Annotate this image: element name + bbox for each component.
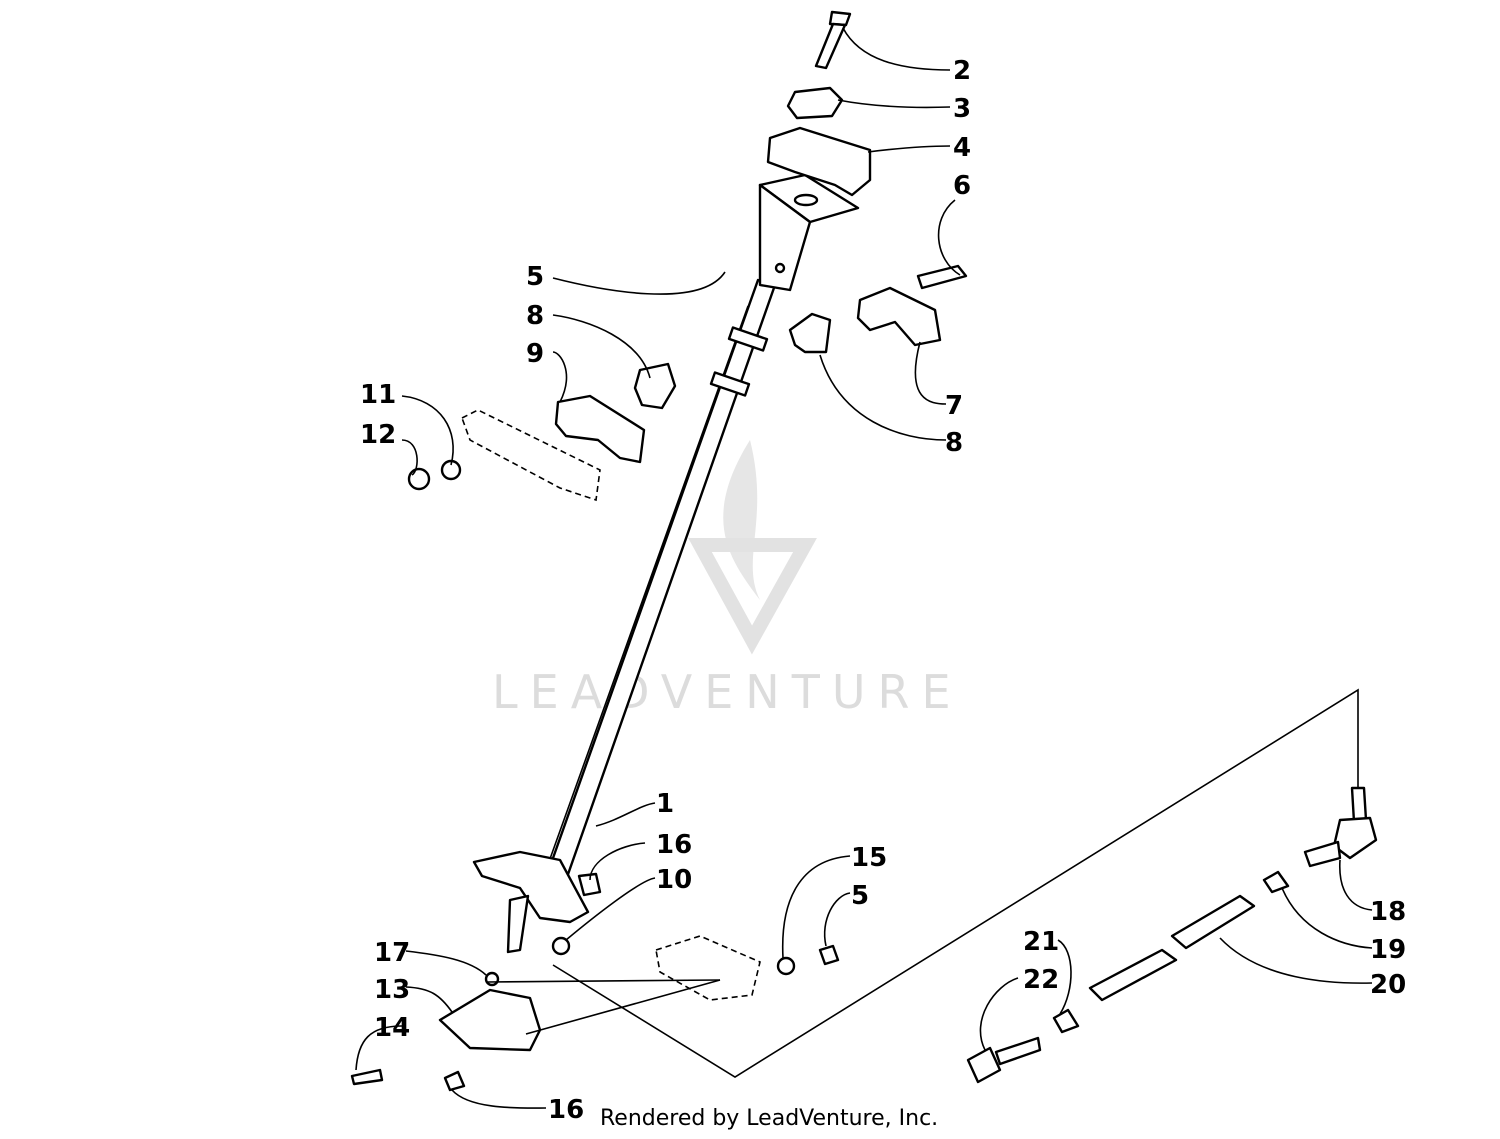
callout-21: 21: [1023, 927, 1059, 957]
rendered-by-credit: Rendered by LeadVenture, Inc.: [600, 1106, 939, 1131]
watermark-text: LEADVENTURE: [492, 665, 963, 719]
callout-4: 4: [953, 133, 971, 163]
callout-17: 17: [374, 938, 410, 968]
leader-lines: [355, 27, 1373, 1109]
callout-10: 10: [656, 865, 692, 895]
watermark: LEADVENTURE: [492, 440, 963, 719]
callout-20: 20: [1370, 970, 1406, 1000]
callouts: 2 3 4 6 5 8 9 7 8 11 12 1 16 10 15 5 17 …: [360, 56, 1406, 1125]
callout-16-lower: 16: [548, 1095, 584, 1125]
callout-11: 11: [360, 380, 396, 410]
callout-15: 15: [851, 843, 887, 873]
callout-2: 2: [953, 56, 971, 86]
callout-1: 1: [656, 789, 674, 819]
callout-19: 19: [1370, 935, 1406, 965]
callout-8-left: 8: [526, 301, 544, 331]
callout-3: 3: [953, 94, 971, 124]
left-clamp-parts: [407, 362, 677, 502]
tie-rod-parts: [966, 786, 1378, 1084]
callout-6: 6: [953, 171, 971, 201]
callout-5-lower: 5: [851, 881, 869, 911]
callout-8-right: 8: [945, 428, 963, 458]
lower-mount-parts: [350, 850, 840, 1092]
callout-7: 7: [945, 391, 963, 421]
callout-5-upper: 5: [526, 262, 544, 292]
callout-16-upper: 16: [656, 830, 692, 860]
watermark-v-icon: [688, 538, 817, 655]
callout-22: 22: [1023, 965, 1059, 995]
callout-13: 13: [374, 975, 410, 1005]
steering-post: [545, 173, 860, 882]
upper-bracket-parts: [766, 10, 872, 197]
watermark-flame-icon: [723, 440, 760, 600]
right-clamp-parts: [788, 264, 968, 354]
callout-12: 12: [360, 420, 396, 450]
callout-14: 14: [374, 1013, 410, 1043]
callout-18: 18: [1370, 897, 1406, 927]
callout-9: 9: [526, 339, 544, 369]
